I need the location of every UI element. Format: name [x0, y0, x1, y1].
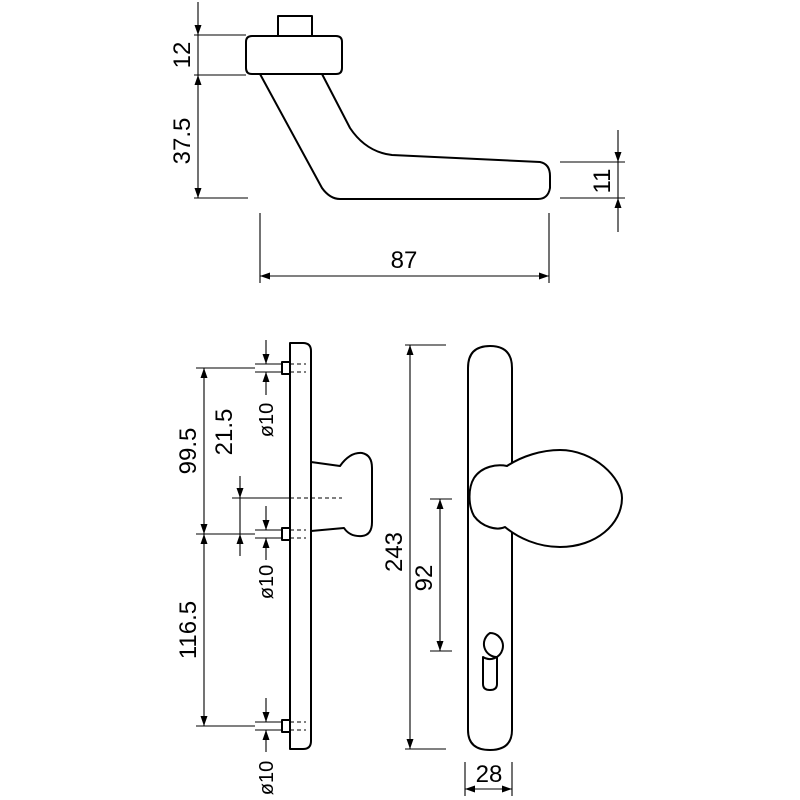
dim-spindle-offset: 21.5	[211, 409, 238, 456]
dim-hole-diameter-2: ø10	[256, 565, 278, 599]
dim-lever-length: 87	[391, 247, 418, 274]
knob-side-profile	[310, 451, 373, 538]
dim-hole-spacing-top: 99.5	[175, 428, 202, 475]
rose	[245, 35, 343, 75]
lever-arm	[259, 73, 551, 200]
lever-top-view	[245, 15, 551, 200]
dim-lever-height: 37.5	[169, 118, 196, 165]
dim-hole-spacing-bottom: 116.5	[175, 601, 202, 659]
cylinder-cutout	[482, 632, 504, 691]
spindle-stub	[277, 15, 313, 39]
dim-plate-width: 28	[476, 761, 503, 788]
backplate-side-view	[281, 342, 373, 750]
plate-front-view	[467, 345, 623, 751]
dim-lever-end-height: 11	[589, 169, 616, 194]
backplate-side	[289, 342, 312, 750]
dim-plate-height: 243	[381, 532, 408, 572]
dim-spindle-to-cylinder: 92	[411, 565, 438, 592]
side-dimensions	[196, 340, 290, 752]
dim-rose-height: 12	[169, 42, 196, 69]
dim-hole-diameter-1: ø10	[256, 403, 278, 437]
knob-front	[468, 449, 623, 548]
dim-hole-diameter-3: ø10	[256, 761, 278, 795]
front-dimensions	[405, 344, 513, 796]
top-dimensions	[194, 2, 625, 283]
